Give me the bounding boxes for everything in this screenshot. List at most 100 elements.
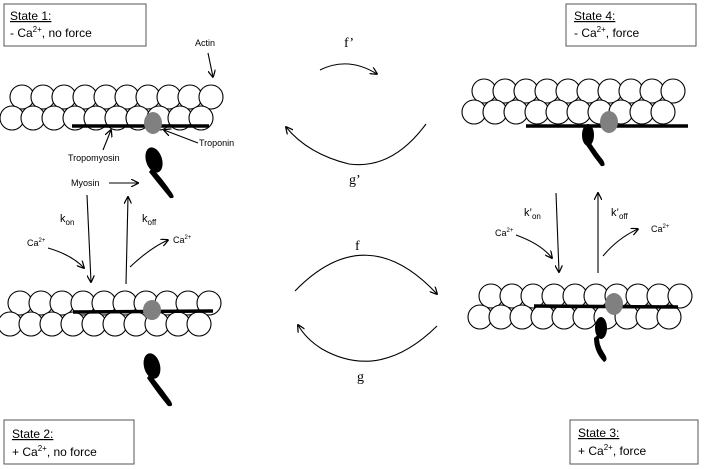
actin-monomer-top xyxy=(51,84,77,110)
actin-monomer-bottom xyxy=(482,99,508,125)
state-3-title: State 3: xyxy=(578,426,619,440)
k-off-label: koff xyxy=(142,213,157,227)
actin-monomer-top xyxy=(114,84,140,110)
actin-monomer-top xyxy=(156,84,182,110)
actin-monomer-bottom xyxy=(20,105,46,131)
actin-monomer-bottom xyxy=(41,105,67,131)
myosin-head-state-1 xyxy=(145,147,174,199)
actin-monomer-bottom xyxy=(551,304,577,330)
g-prime-label: g’ xyxy=(349,173,361,188)
g-label: g xyxy=(357,370,364,385)
actin-label: Actin xyxy=(195,38,215,48)
actin-monomer-bottom xyxy=(545,99,571,125)
actin-monomer-bottom xyxy=(102,311,128,337)
troponin-complex xyxy=(144,112,162,134)
actin-monomer-top xyxy=(471,78,497,104)
state-2-box: State 2: + Ca2+, no force xyxy=(3,419,135,465)
troponin-complex xyxy=(605,293,623,315)
actin-monomer-top xyxy=(513,78,539,104)
actin-monomer-top xyxy=(9,84,35,110)
actin-monomer-top xyxy=(562,283,588,309)
actin-monomer-top xyxy=(660,78,686,104)
actin-monomer-bottom xyxy=(60,311,86,337)
k-prime-on-label: k’on xyxy=(524,207,541,221)
actin-monomer-top xyxy=(28,290,54,316)
actin-monomer-top xyxy=(583,283,609,309)
actin-monomer-top xyxy=(198,84,224,110)
myosin-label: Myosin xyxy=(71,178,100,188)
troponin-complex xyxy=(600,111,618,133)
actin-monomer-top xyxy=(49,290,75,316)
actin-monomer-bottom xyxy=(467,304,493,330)
g-arrow xyxy=(298,325,438,362)
actin-monomer-bottom xyxy=(503,99,529,125)
state-1-description: - Ca2+, no force xyxy=(10,25,92,40)
actin-monomer-bottom xyxy=(81,311,107,337)
actin-pointer-arrow xyxy=(207,52,213,77)
state-3-box: State 3: + Ca2+, force xyxy=(569,419,699,465)
actin-monomer-bottom xyxy=(188,105,214,131)
actin-monomer-bottom xyxy=(0,105,25,131)
actin-monomer-top xyxy=(7,290,33,316)
actin-monomer-top xyxy=(478,283,504,309)
actin-monomer-bottom xyxy=(488,304,514,330)
f-label: f xyxy=(355,239,360,254)
k-on-arrow xyxy=(86,194,91,282)
ca-in-arrow-left xyxy=(47,247,84,268)
ca-in-label-right: Ca2+ xyxy=(495,228,514,238)
troponin-pointer-arrow xyxy=(164,130,199,144)
thin-filament-state-1 xyxy=(0,84,224,134)
actin-monomer-bottom xyxy=(629,99,655,125)
actin-monomer-bottom xyxy=(18,311,44,337)
actin-monomer-top xyxy=(135,84,161,110)
actin-monomer-top xyxy=(597,78,623,104)
actin-monomer-top xyxy=(72,84,98,110)
actin-monomer-top xyxy=(555,78,581,104)
actin-monomer-bottom xyxy=(186,311,212,337)
k-prime-on-arrow xyxy=(556,192,559,272)
actin-monomer-bottom xyxy=(165,311,191,337)
state-1-title: State 1: xyxy=(10,9,51,23)
actin-monomer-top xyxy=(499,283,525,309)
troponin-label: Troponin xyxy=(199,138,234,148)
actin-monomer-bottom xyxy=(566,99,592,125)
state-4-title: State 4: xyxy=(574,9,615,23)
state-4-description: - Ca2+, force xyxy=(574,25,639,40)
actin-monomer-bottom xyxy=(572,304,598,330)
actin-monomer-bottom xyxy=(530,304,556,330)
actin-monomer-top xyxy=(534,78,560,104)
actin-monomer-top xyxy=(646,283,672,309)
state-4-box: State 4: - Ca2+, force xyxy=(565,3,697,47)
actin-monomer-top xyxy=(625,283,651,309)
tropomyosin-strand xyxy=(72,309,214,314)
tropomyosin-label: Tropomyosin xyxy=(68,153,120,163)
actin-monomer-top xyxy=(667,283,693,309)
myosin-head-state-2 xyxy=(143,353,173,407)
actin-monomer-top xyxy=(639,78,665,104)
state-2-title: State 2: xyxy=(12,427,53,441)
thin-filament-state-4 xyxy=(461,78,688,133)
thin-filament-state-3 xyxy=(467,283,693,330)
actin-monomer-top xyxy=(30,84,56,110)
actin-monomer-bottom xyxy=(123,311,149,337)
k-prime-off-label: k’off xyxy=(611,207,628,221)
k-on-label: kon xyxy=(60,213,74,227)
actin-monomer-bottom xyxy=(650,99,676,125)
thin-filament-state-2 xyxy=(0,290,222,337)
actin-monomer-top xyxy=(177,84,203,110)
state-1-box: State 1: - Ca2+, no force xyxy=(3,3,147,47)
f-prime-arrow xyxy=(319,63,377,74)
actin-monomer-bottom xyxy=(524,99,550,125)
actin-monomer-top xyxy=(93,84,119,110)
state-3-description: + Ca2+, force xyxy=(578,443,646,458)
ca-in-label-left: Ca2+ xyxy=(27,238,46,248)
ca-in-arrow-right xyxy=(515,234,552,258)
state-2-description: + Ca2+, no force xyxy=(12,444,97,459)
f-prime-label: f’ xyxy=(344,36,354,51)
actin-monomer-bottom xyxy=(656,304,682,330)
actin-monomer-top xyxy=(618,78,644,104)
ca-out-label-left: Ca2+ xyxy=(173,235,192,245)
ca-out-arrow-right xyxy=(602,229,638,257)
g-prime-arrow xyxy=(286,123,427,166)
